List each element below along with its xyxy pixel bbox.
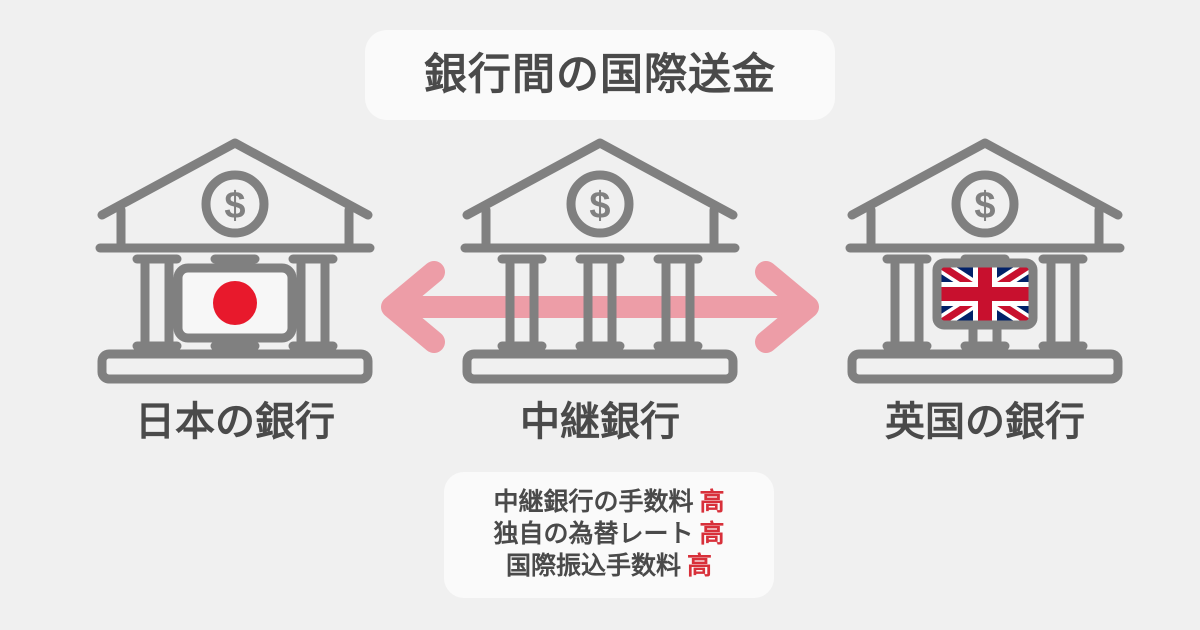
fee-value: 高 — [699, 520, 725, 548]
fee-value: 高 — [699, 488, 725, 516]
dollar-coin-icon: $ — [201, 170, 269, 238]
dollar-coin-icon: $ — [566, 170, 634, 238]
fee-value: 高 — [687, 552, 713, 580]
fee-label: 中継銀行の手数料 — [493, 488, 694, 516]
fee-label: 独自の為替レート — [493, 520, 694, 548]
uk-flag — [932, 258, 1038, 330]
fee-row: 中継銀行の手数料 高 — [493, 486, 724, 518]
banks-row: $ 日本の銀行 — [0, 138, 1200, 468]
japan-flag — [173, 263, 297, 343]
uk-bank-icon: $ — [840, 138, 1130, 388]
bank-label-intermediary: 中継銀行 — [520, 400, 680, 444]
bank-label-japan: 日本の銀行 — [135, 400, 335, 444]
svg-text:$: $ — [974, 185, 995, 227]
svg-text:$: $ — [589, 185, 610, 227]
fee-row: 国際振込手数料 高 — [506, 550, 712, 582]
roof-icon — [462, 138, 738, 220]
fee-summary-card: 中継銀行の手数料 高 独自の為替レート 高 国際振込手数料 高 — [444, 472, 774, 598]
svg-text:$: $ — [224, 185, 245, 227]
page-title: 銀行間の国際送金 — [424, 50, 776, 99]
intermediary-bank-icon: $ — [455, 138, 745, 388]
bank-card-uk[interactable]: $ — [835, 138, 1135, 442]
bank-label-uk: 英国の銀行 — [885, 400, 1085, 444]
title-pill: 銀行間の国際送金 — [365, 30, 835, 120]
japan-bank-icon: $ — [90, 138, 380, 388]
dollar-coin-icon: $ — [951, 170, 1019, 238]
fee-label: 国際振込手数料 — [505, 552, 681, 580]
bank-card-japan[interactable]: $ 日本の銀行 — [85, 138, 385, 442]
fee-row: 独自の為替レート 高 — [493, 518, 724, 550]
bank-card-intermediary[interactable]: $ 中継銀行 — [450, 138, 750, 442]
roof-icon — [847, 138, 1123, 220]
roof-icon — [97, 138, 373, 220]
